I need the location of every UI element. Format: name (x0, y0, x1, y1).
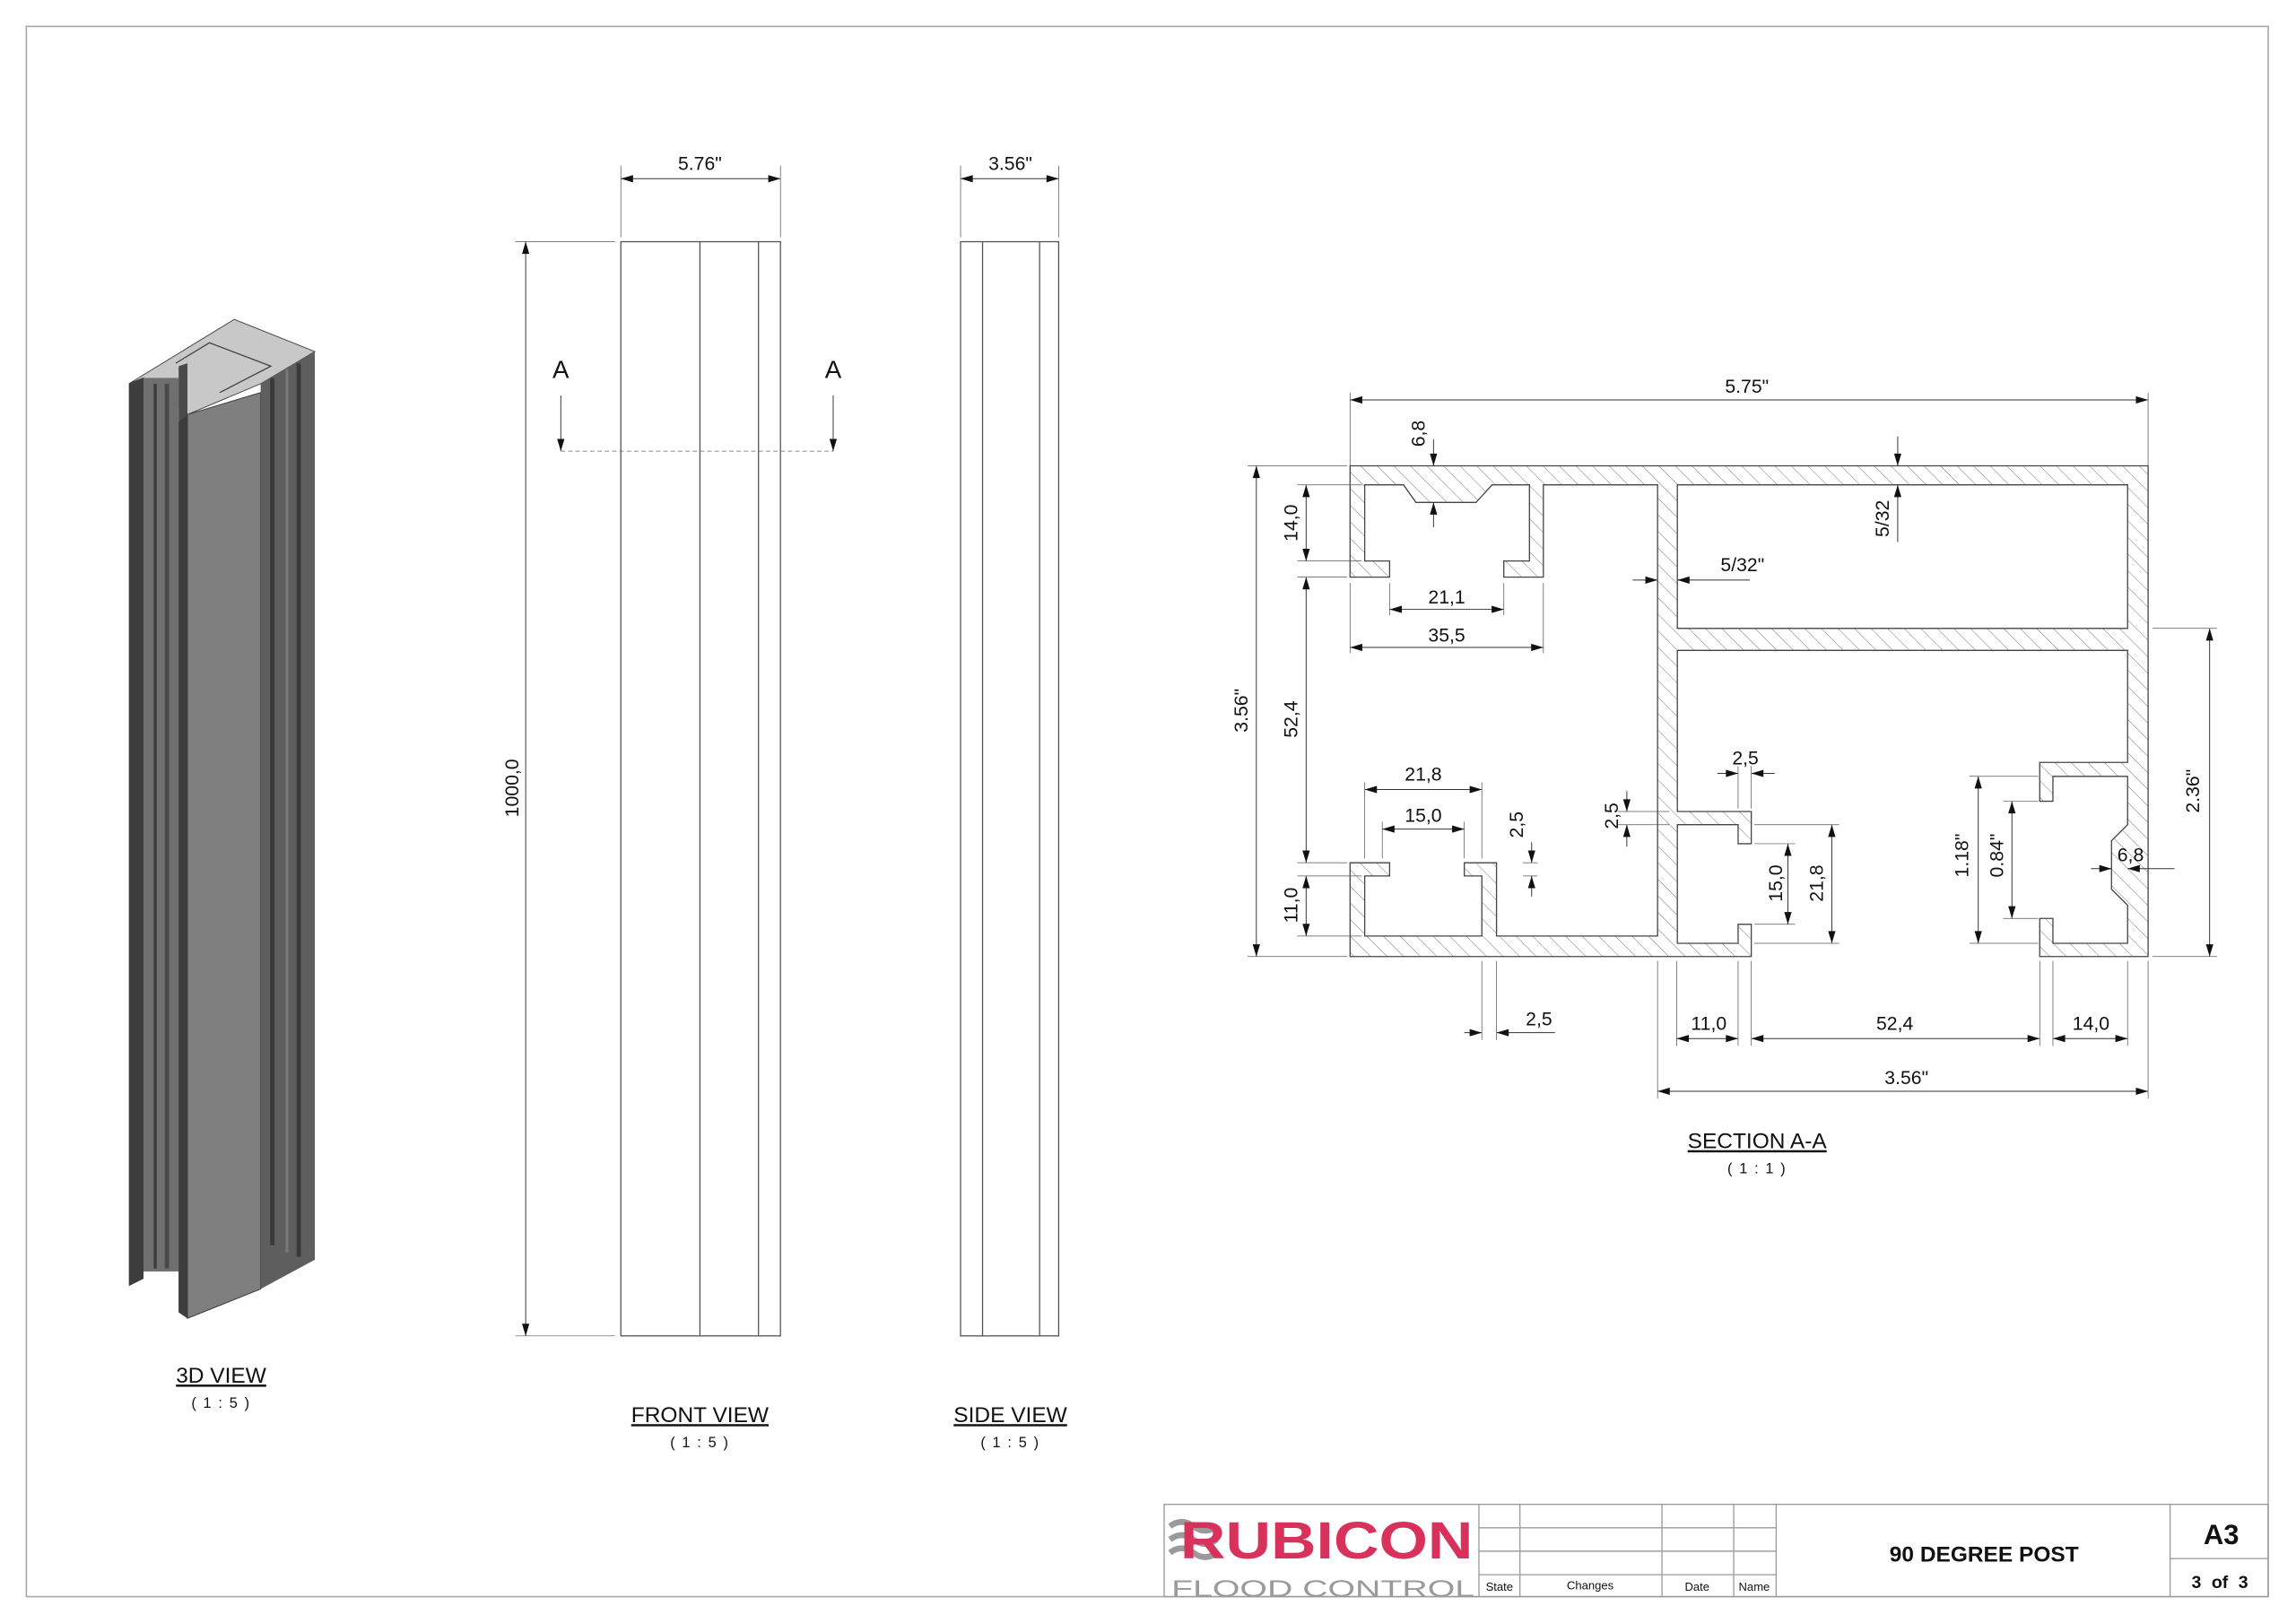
dim-left-gap: 52,4 (1282, 700, 1302, 738)
logo-company-sub: FLOOD CONTROL (1171, 1575, 1474, 1602)
section-mark-right: A (825, 355, 842, 383)
sheet-border (25, 25, 2269, 1598)
logo-company-name: RUBICON (1180, 1512, 1474, 1570)
drawing-title: 90 DEGREE POST (1890, 1542, 2079, 1567)
dim-bottom-lip-right: 14,0 (2073, 1013, 2109, 1034)
dim-overall-width: 5.75" (1725, 377, 1769, 397)
iso-top-webs (175, 342, 273, 394)
rev-col-date: Date (1684, 1580, 1709, 1593)
sheet-of-label: of (2212, 1573, 2229, 1593)
front-outline (620, 240, 781, 1337)
section-view: 5.75" 6,8 5/32 5/32" 14,0 21,1 35,5 3.56… (1231, 377, 2217, 1176)
section-mark-left: A (552, 355, 570, 383)
front-view-label: FRONT VIEW (631, 1403, 770, 1428)
dim-mid-wall: 5/32" (1720, 555, 1764, 576)
iso-left-face (128, 378, 144, 1287)
section-dimension-lines (1248, 392, 2217, 1099)
section-profile (1349, 464, 2149, 958)
side-outline (960, 240, 1060, 1337)
front-width-label: 5.76" (678, 153, 722, 174)
dim-hook-thickness: 2,5 (1602, 803, 1622, 829)
dim-hook-width: 2,5 (1732, 749, 1758, 769)
dim-lower-height: 2.36" (2183, 769, 2204, 813)
dim-bl-wall: 2,5 (1526, 1009, 1552, 1029)
iso-view: 3D VIEW ( 1 : 5 ) (128, 318, 317, 1411)
iso-front-plate (187, 392, 262, 1319)
dim-bottom-gap: 52,4 (1876, 1013, 1913, 1034)
iso-left-strip (144, 378, 179, 1271)
section-view-scale: ( 1 : 1 ) (1727, 1160, 1787, 1176)
dim-bl-depth: 11,0 (1282, 888, 1302, 924)
title-block: RUBICON FLOOD CONTROL State Changes Date… (1163, 1504, 2269, 1602)
dim-br-bump: 6,8 (2118, 846, 2144, 866)
side-view: 3.56" SIDE VIEW ( 1 : 5 ) (953, 153, 1067, 1450)
dim-bm-height: 21,8 (1807, 864, 1828, 901)
dim-lower-width: 3.56" (1884, 1068, 1928, 1089)
dim-bl-lip: 2,5 (1507, 812, 1527, 838)
dim-tl-opening: 21,1 (1428, 587, 1465, 608)
iso-plate-edge (178, 414, 187, 1319)
rev-col-state: State (1486, 1580, 1513, 1593)
dim-br-opening: 0.84" (1987, 834, 2007, 878)
side-width-label: 3.56" (988, 153, 1032, 174)
sheet-total: 3 (2239, 1573, 2248, 1593)
iso-view-label: 3D VIEW (176, 1364, 267, 1388)
dim-tl-width: 35,5 (1428, 626, 1465, 647)
logo-waves-icon (1168, 1519, 1219, 1560)
dim-br-height: 1.18" (1952, 834, 1972, 878)
dim-bl-opening: 15,0 (1405, 805, 1441, 826)
dim-bottom-lip-left: 11,0 (1691, 1013, 1726, 1034)
side-view-scale: ( 1 : 5 ) (980, 1435, 1039, 1451)
rev-col-changes: Changes (1567, 1578, 1614, 1592)
front-height-label: 1000,0 (502, 759, 523, 817)
dim-bl-width: 21,8 (1405, 765, 1441, 785)
side-view-label: SIDE VIEW (953, 1403, 1067, 1428)
dim-top-wall: 5/32 (1873, 500, 1893, 537)
dim-top-bump: 6,8 (1409, 421, 1430, 447)
section-view-label: SECTION A-A (1688, 1130, 1828, 1154)
company-logo: RUBICON FLOOD CONTROL (1168, 1512, 1474, 1602)
front-view: 5.76" 1000,0 A A FRONT VIEW ( 1 : 5 ) (502, 153, 842, 1450)
sheet-number: 3 (2192, 1573, 2202, 1593)
dim-overall-height: 3.56" (1231, 689, 1252, 733)
rev-col-name: Name (1739, 1580, 1770, 1593)
front-view-scale: ( 1 : 5 ) (670, 1435, 729, 1451)
sheet-size: A3 (2204, 1519, 2239, 1550)
dim-bm-opening: 15,0 (1766, 864, 1787, 901)
dim-tl-depth: 14,0 (1282, 505, 1302, 542)
iso-view-scale: ( 1 : 5 ) (191, 1395, 250, 1411)
